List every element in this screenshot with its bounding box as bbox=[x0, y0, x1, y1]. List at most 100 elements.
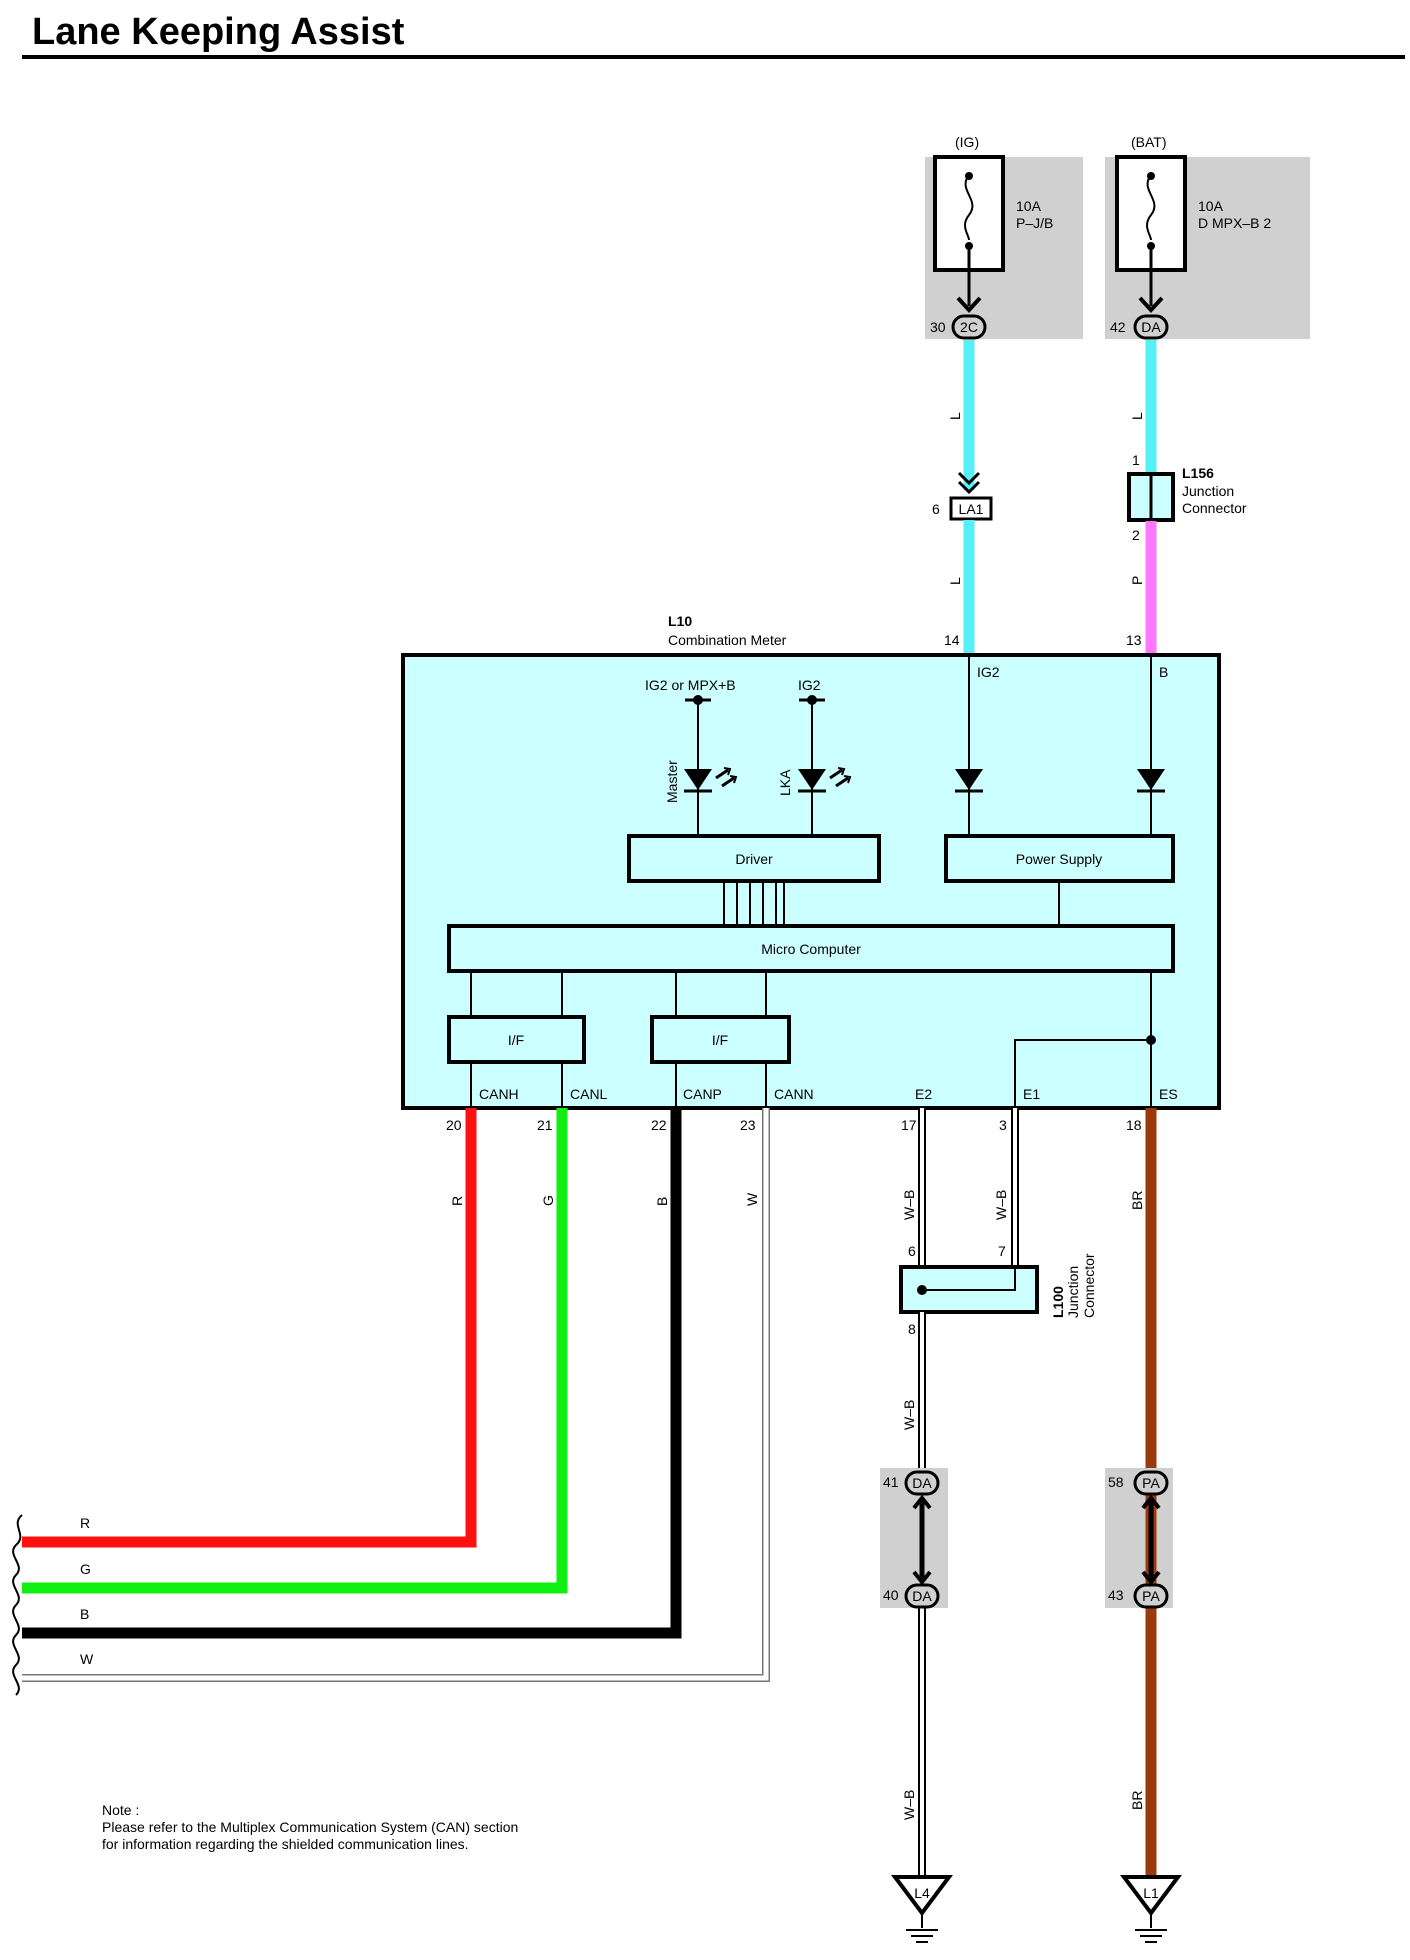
fuse-symbol bbox=[964, 174, 974, 241]
terminal-canh: CANH bbox=[479, 1086, 519, 1102]
meter-name: Combination Meter bbox=[668, 632, 787, 648]
bat-fuse-amp: 10A bbox=[1198, 198, 1224, 214]
wire-canh bbox=[22, 1108, 477, 1548]
label-ig2-in: IG2 bbox=[977, 664, 1000, 680]
l156-pin-bottom: 2 bbox=[1132, 527, 1140, 543]
note-title: Note : bbox=[102, 1802, 139, 1818]
ig-fuse-amp: 10A bbox=[1016, 198, 1042, 214]
terminal-canl: CANL bbox=[570, 1086, 608, 1102]
pa-top-badge bbox=[1133, 1470, 1169, 1496]
fuse-symbol bbox=[1146, 174, 1156, 241]
ig-fuse-name: P–J/B bbox=[1016, 215, 1053, 231]
bus-label-r: R bbox=[80, 1515, 90, 1531]
wire-label: W bbox=[744, 1192, 760, 1206]
pa-bottom-badge bbox=[1133, 1583, 1169, 1609]
if-label-2: I/F bbox=[712, 1032, 728, 1048]
pa-top-pin: 58 bbox=[1108, 1474, 1124, 1490]
ig-connector-badge bbox=[951, 314, 987, 340]
l156-line1: Junction bbox=[1182, 483, 1234, 499]
connector-arrow-icon bbox=[957, 471, 981, 495]
break-mark-icon bbox=[12, 1514, 23, 1696]
pa-bottom-name: PA bbox=[1142, 1588, 1160, 1604]
wire-label: B bbox=[654, 1197, 670, 1206]
wire-label: P bbox=[1129, 576, 1145, 585]
wire-label: BR bbox=[1129, 1791, 1145, 1810]
wire-label: L bbox=[1129, 412, 1145, 420]
pin-canl: 21 bbox=[537, 1117, 553, 1133]
ground-l1-symbol bbox=[1120, 1875, 1182, 1917]
bat-fuse-name: D MPX–B 2 bbox=[1198, 215, 1271, 231]
l156-id: L156 bbox=[1182, 465, 1214, 481]
pin-e2: 17 bbox=[901, 1117, 917, 1133]
note-line-2: for information regarding the shielded c… bbox=[102, 1836, 469, 1852]
connector-arrow-icon bbox=[956, 296, 982, 313]
connector-arrow-icon bbox=[1141, 1494, 1161, 1586]
pa-top-name: PA bbox=[1142, 1475, 1160, 1491]
if-block-1 bbox=[447, 1015, 586, 1064]
wire-label: L bbox=[947, 577, 963, 585]
wire-label: W–B bbox=[993, 1190, 1009, 1220]
if-block-2 bbox=[650, 1015, 791, 1064]
la1-name: LA1 bbox=[959, 501, 984, 517]
ground-l1-label: L1 bbox=[1143, 1885, 1159, 1901]
ground-l4-symbol bbox=[891, 1875, 953, 1917]
bat-connector-badge bbox=[1133, 314, 1169, 340]
ig-fuse-block: (IG) 10A P–J/B 30 2C bbox=[925, 134, 1083, 340]
meter-id: L10 bbox=[668, 613, 692, 629]
l100-line2: Connector bbox=[1081, 1253, 1097, 1318]
da-bottom-pin: 40 bbox=[883, 1587, 899, 1603]
micro-computer-block bbox=[447, 924, 1175, 973]
power-supply-block bbox=[944, 834, 1175, 883]
da-bottom-name: DA bbox=[912, 1588, 932, 1604]
power-supply-label: Power Supply bbox=[1016, 851, 1102, 867]
l100-pin-b: 7 bbox=[998, 1243, 1006, 1259]
pa-bottom-pin: 43 bbox=[1108, 1587, 1124, 1603]
label-b-in: B bbox=[1159, 664, 1168, 680]
bus-label-g: G bbox=[80, 1561, 91, 1577]
wire-label: G bbox=[540, 1195, 556, 1206]
wire-canl bbox=[22, 1108, 568, 1594]
la1-pin: 6 bbox=[932, 501, 940, 517]
driver-label: Driver bbox=[735, 851, 773, 867]
wire-label: W–B bbox=[901, 1400, 917, 1430]
led-master-label: Master bbox=[664, 760, 680, 803]
l156-pin-top: 1 bbox=[1132, 452, 1140, 468]
da-top-pin: 41 bbox=[883, 1474, 899, 1490]
ig-connector-name: 2C bbox=[960, 319, 978, 335]
terminal-e1: E1 bbox=[1023, 1086, 1040, 1102]
pin-e1: 3 bbox=[999, 1117, 1007, 1133]
terminal-es: ES bbox=[1159, 1086, 1178, 1102]
light-emit-icon bbox=[715, 768, 735, 788]
label-ig2-led: IG2 bbox=[798, 677, 821, 693]
la1-connector bbox=[949, 496, 993, 521]
wire-canp bbox=[22, 1108, 682, 1639]
bat-pin-number: 42 bbox=[1110, 319, 1126, 335]
label-ig2-or-mpx: IG2 or MPX+B bbox=[645, 677, 736, 693]
terminal-cann: CANN bbox=[774, 1086, 814, 1102]
wire-label: BR bbox=[1129, 1191, 1145, 1210]
wire-label: W–B bbox=[901, 1790, 917, 1820]
l100-id: L100 bbox=[1050, 1286, 1066, 1318]
da-top-badge bbox=[904, 1470, 940, 1496]
ground-l4-label: L4 bbox=[914, 1885, 930, 1901]
ig-source-label: (IG) bbox=[955, 134, 979, 150]
ig-pin-number: 30 bbox=[930, 319, 946, 335]
pin-canh: 20 bbox=[446, 1117, 462, 1133]
pin-es: 18 bbox=[1126, 1117, 1142, 1133]
bus-label-b: B bbox=[80, 1606, 89, 1622]
micro-computer-label: Micro Computer bbox=[761, 941, 861, 957]
diode-icon bbox=[1137, 769, 1165, 790]
wire-label: W–B bbox=[901, 1190, 917, 1220]
led-icon bbox=[684, 769, 712, 790]
diode-icon bbox=[955, 769, 983, 790]
pin-canp: 22 bbox=[651, 1117, 667, 1133]
led-icon bbox=[798, 769, 826, 790]
if-label-1: I/F bbox=[508, 1032, 524, 1048]
l100-pin-a: 6 bbox=[908, 1243, 916, 1259]
page-title: Lane Keeping Assist bbox=[32, 11, 405, 53]
wire-label: L bbox=[947, 412, 963, 420]
terminal-e2: E2 bbox=[915, 1086, 932, 1102]
l100-line1: Junction bbox=[1065, 1266, 1081, 1318]
driver-block bbox=[627, 834, 881, 883]
